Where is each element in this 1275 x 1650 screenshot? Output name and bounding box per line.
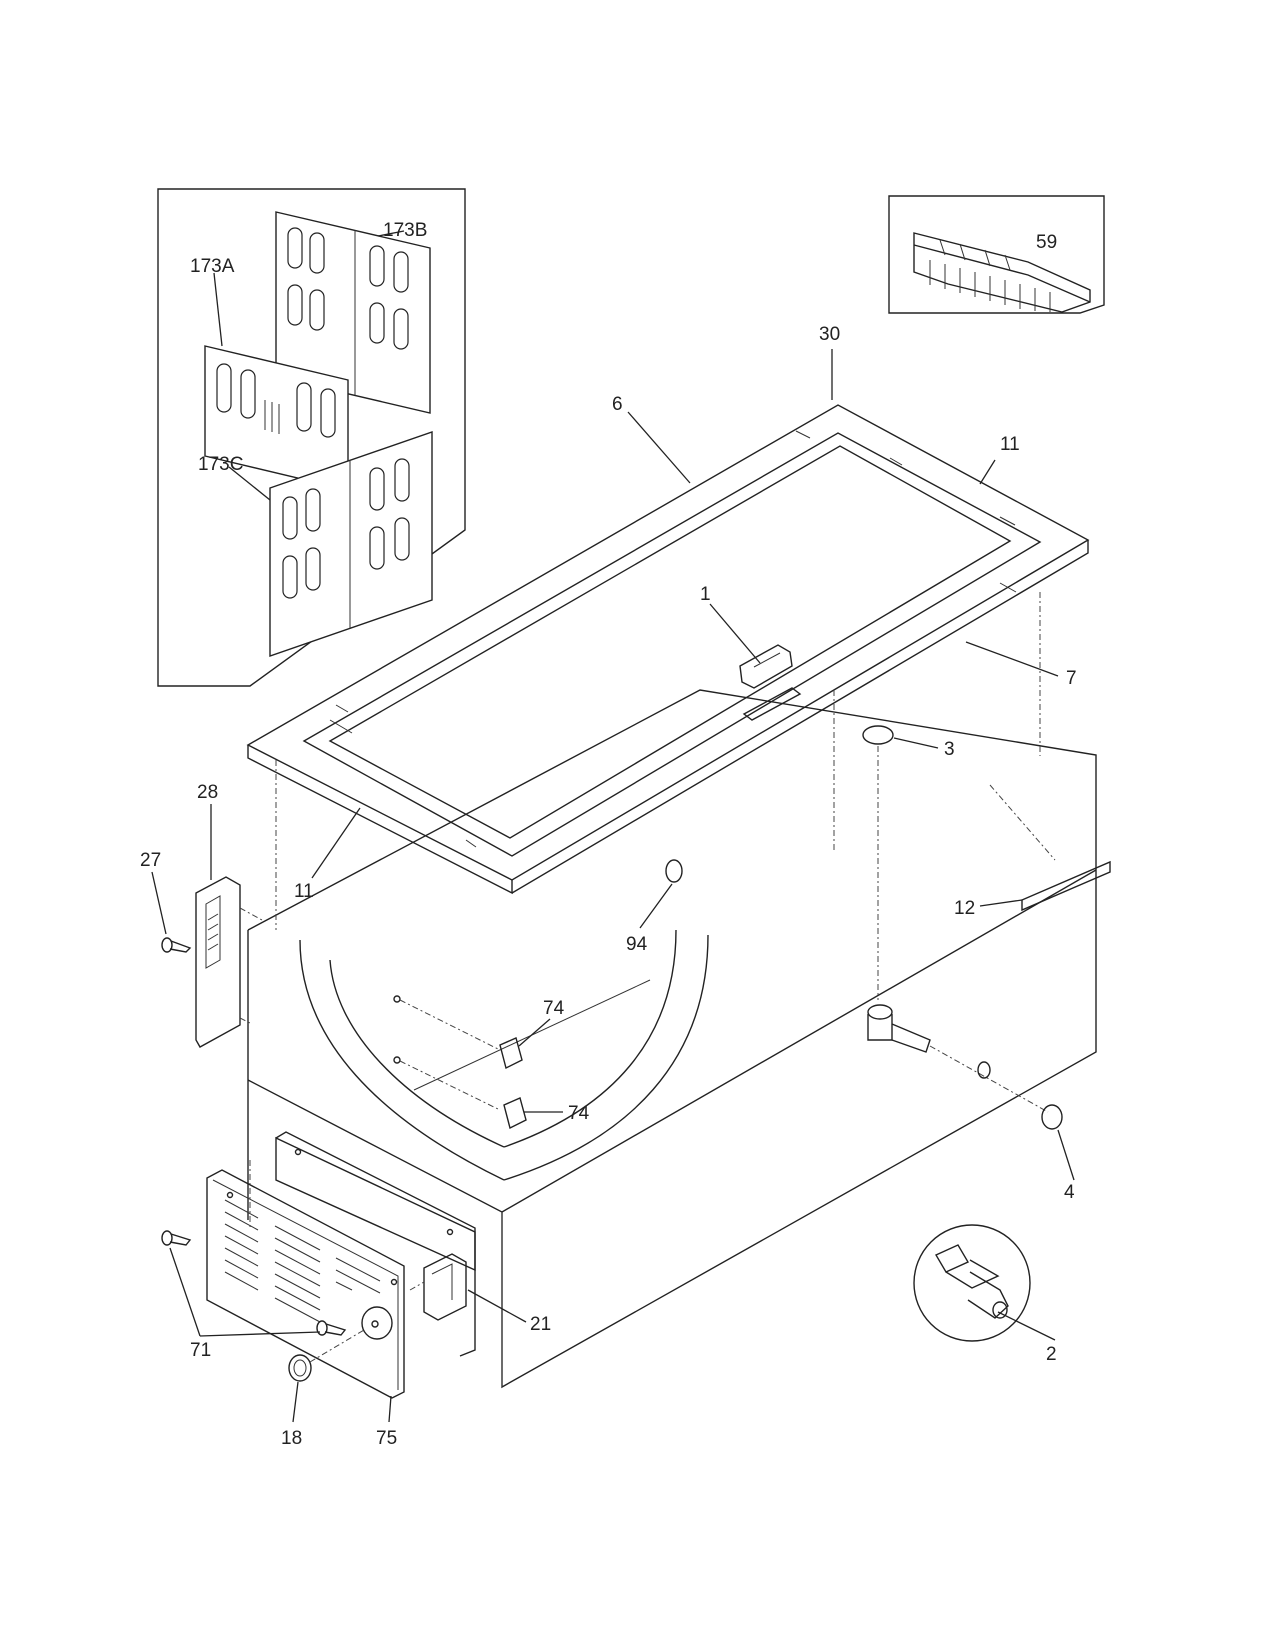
label-3: 3 [944, 739, 955, 760]
basket [913, 232, 1091, 313]
basket-inset: 59 [888, 195, 1105, 314]
grille [206, 1169, 405, 1399]
label-59: 59 [1036, 232, 1057, 253]
label-18: 18 [281, 1428, 302, 1449]
grille-vents [224, 1199, 381, 1323]
label-30: 30 [819, 324, 840, 345]
label-28: 28 [197, 782, 218, 803]
label-11-left: 11 [294, 881, 314, 902]
leader-lines [151, 349, 1075, 1423]
divider-panel-173a [204, 345, 349, 491]
divider-inset: 173B 173A 173C [157, 188, 466, 687]
divider-panel-173c [269, 431, 433, 657]
label-21: 21 [530, 1314, 551, 1335]
cabinet [247, 592, 1097, 1389]
hinge-screw [161, 937, 192, 953]
label-7: 7 [1066, 668, 1077, 689]
label-75: 75 [376, 1428, 397, 1449]
label-94: 94 [626, 934, 648, 955]
control-housing [275, 1131, 476, 1357]
label-74-upper: 74 [543, 998, 565, 1019]
drain-plug [862, 725, 1063, 1130]
hinge [195, 876, 263, 1048]
bumper [665, 859, 683, 883]
thermostat-knob [288, 1329, 365, 1382]
drain-fitting-inset [913, 1224, 1031, 1342]
label-12: 12 [954, 898, 975, 919]
label-6: 6 [612, 394, 623, 415]
lid-latch [739, 644, 802, 721]
divider-panel-173b [275, 211, 431, 414]
label-173c: 173C [198, 454, 243, 475]
label-2: 2 [1046, 1344, 1057, 1365]
label-71: 71 [190, 1340, 211, 1361]
part-labels: 30 6 11 1 7 3 28 27 11 94 12 74 74 4 21 … [140, 324, 1077, 1449]
thermostat [409, 1253, 467, 1321]
label-173b: 173B [383, 220, 427, 241]
label-11-top: 11 [1000, 434, 1020, 455]
serial-plate [1021, 860, 1111, 912]
label-4: 4 [1064, 1182, 1075, 1203]
grille-screws [161, 1230, 347, 1336]
label-1: 1 [700, 584, 711, 605]
label-74-lower: 74 [568, 1103, 590, 1124]
label-173a: 173A [190, 256, 235, 277]
wire-clips [393, 995, 527, 1130]
gasket-frame [246, 404, 1090, 895]
label-27: 27 [140, 850, 161, 871]
